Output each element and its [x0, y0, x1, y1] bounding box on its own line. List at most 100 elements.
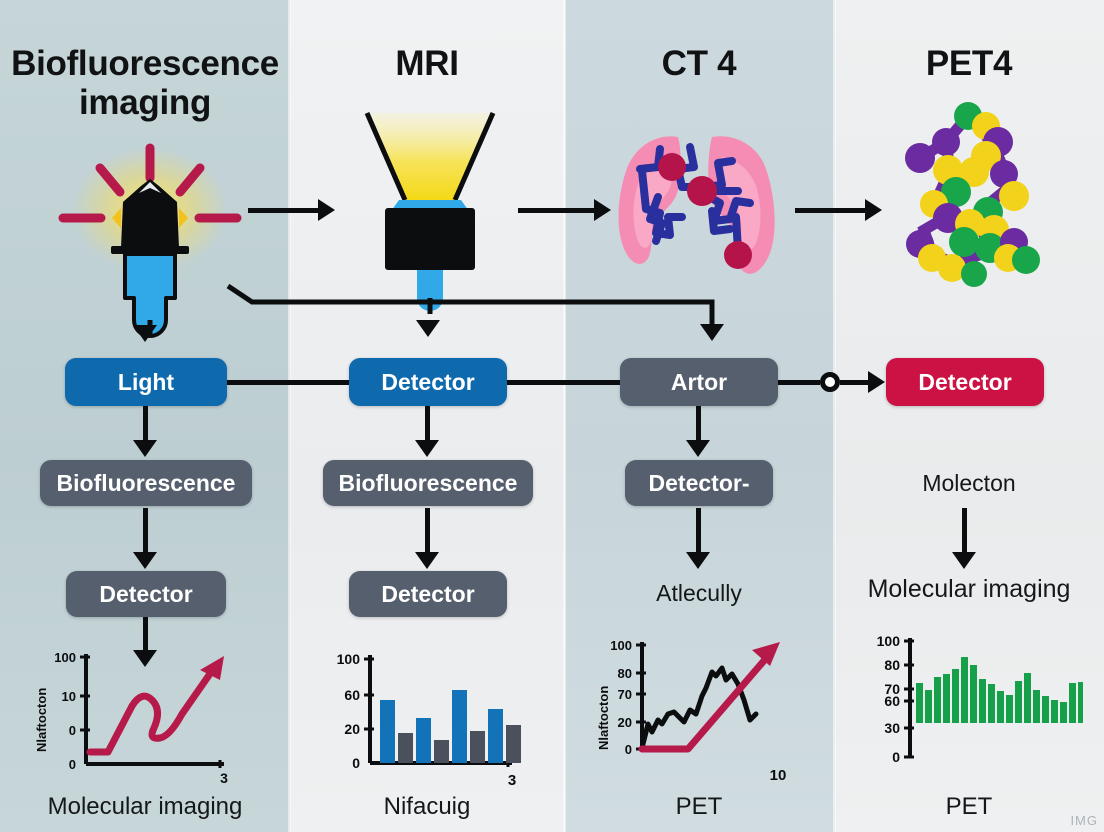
caption-col0: Molecular imaging: [47, 793, 243, 820]
link-mri-detector-to-artor: [507, 380, 620, 385]
arrow-col0-row2-down: [133, 552, 157, 569]
arrow-down-col0-to-light: [133, 325, 157, 342]
chart-col3-bar[interactable]: 100 80 70 60 30 0: [858, 628, 1083, 780]
chart-col1-xtick-3: 3: [508, 772, 516, 789]
arrow-to-pet-detector: [868, 371, 885, 393]
node-light[interactable]: Light: [65, 358, 227, 406]
bar: [434, 740, 449, 763]
arrow-col1-row2-down: [415, 552, 439, 569]
bar: [961, 657, 968, 723]
caption-col2: PET: [675, 793, 723, 820]
flow-arrow-2-3-head: [865, 199, 882, 221]
bar: [952, 669, 959, 723]
link-col0-row2-down: [143, 508, 148, 556]
bar: [398, 733, 413, 763]
chart-col1-bar[interactable]: 100 60 20 0 3: [322, 645, 542, 790]
chart-col1-ytick-60: 60: [344, 687, 360, 703]
node-col0-biofluorescence[interactable]: Biofluorescence: [40, 460, 252, 506]
chart-col2-ytick-80: 80: [618, 666, 632, 681]
node-col1-biofluorescence[interactable]: Biofluorescence: [323, 460, 533, 506]
junction-node-circle[interactable]: [820, 372, 840, 392]
chart-col0-ytick-0b: 0: [69, 757, 76, 772]
link-light-to-mri-detector: [227, 380, 349, 385]
bar: [470, 731, 485, 763]
chart-col2-ytick-20: 20: [618, 715, 632, 730]
column-background-pet: [835, 0, 1104, 832]
watermark: IMG: [1070, 813, 1098, 828]
arrow-artor-down: [686, 440, 710, 457]
molecule-model-icon: [905, 102, 1040, 287]
chart-col3-ytick-80: 80: [884, 657, 900, 673]
chart-col2-ytick-100: 100: [610, 638, 632, 653]
column-title-ct: CT 4: [661, 44, 737, 83]
node-col1-biofluorescence-label: Biofluorescence: [338, 469, 518, 496]
chart-col1-bars: [380, 690, 521, 763]
chart-col2-line[interactable]: Nlaftocton 100 80 70 20 0 10: [592, 632, 812, 787]
bar: [970, 665, 977, 723]
node-artor[interactable]: Artor: [620, 358, 778, 406]
column-divider: [833, 0, 836, 832]
bar: [1033, 690, 1040, 723]
bar: [452, 690, 467, 763]
bar: [1051, 700, 1058, 723]
bar: [979, 679, 986, 723]
flow-arrow-0-1-line: [248, 208, 320, 213]
chart-col3-bars: [916, 657, 1083, 723]
chart-col0-line[interactable]: Nlaftocton 100 10 0 0 3: [28, 640, 258, 788]
chart-col0-ytick-10: 10: [62, 689, 76, 704]
node-col1-detector-label: Detector: [381, 580, 475, 607]
bar: [506, 725, 521, 763]
bar: [380, 700, 395, 763]
bar: [943, 674, 950, 723]
column-title-mri: MRI: [395, 44, 459, 83]
chart-col3-ytick-60: 60: [884, 693, 900, 709]
column-divider: [563, 0, 566, 832]
link-col0-detector-to-chart: [143, 617, 148, 653]
label-molecular-imaging: Molecular imaging: [867, 575, 1071, 603]
node-col1-detector[interactable]: Detector: [349, 571, 507, 617]
arrow-mri-detector-down: [415, 440, 439, 457]
bar: [916, 683, 923, 723]
arrow-col2-row2-down: [686, 552, 710, 569]
bar: [1042, 696, 1049, 723]
node-mri-detector[interactable]: Detector: [349, 358, 507, 406]
flow-arrow-0-1-head: [318, 199, 335, 221]
column-title-line1: Biofluorescence: [11, 44, 279, 83]
bar: [1024, 673, 1031, 723]
flow-arrow-2-3-line: [795, 208, 867, 213]
column-title-biofluorescence: Biofluorescence imaging: [8, 44, 282, 122]
chart-col0-ylabel: Nlaftocton: [34, 688, 49, 752]
node-detector-dash-label: Detector-: [648, 469, 750, 496]
node-mri-detector-label: Detector: [381, 368, 475, 395]
link-artor-down: [696, 406, 701, 444]
node-col0-detector-label: Detector: [99, 580, 193, 607]
column-title-pet: PET4: [925, 44, 1013, 83]
node-detector-dash[interactable]: Detector-: [625, 460, 773, 506]
chart-col2-xtick-10: 10: [770, 767, 787, 784]
caption-col1: Nifacuig: [383, 793, 471, 820]
caption-col3: PET: [945, 793, 993, 820]
chart-col3-ytick-70: 70: [884, 681, 900, 697]
chart-col2-ytick-0: 0: [625, 742, 632, 757]
chart-col1-ytick-0: 0: [352, 755, 360, 771]
link-node-to-pet-detector: [840, 380, 870, 385]
link-col3-row2-down: [962, 508, 967, 556]
node-light-label: Light: [117, 368, 175, 395]
bar: [1069, 683, 1076, 723]
lungs-ct-icon: [618, 136, 775, 274]
bar: [1078, 682, 1083, 723]
column-title-line2: imaging: [78, 83, 212, 123]
bar: [997, 691, 1004, 723]
label-atlecully: Atlecully: [656, 580, 742, 606]
link-col2-row2-down: [696, 508, 701, 556]
chart-col3-ytick-0: 0: [892, 749, 900, 765]
link-light-down: [143, 406, 148, 444]
chart-col2-ytick-70: 70: [618, 687, 632, 702]
node-col0-detector[interactable]: Detector: [66, 571, 226, 617]
node-pet-detector[interactable]: Detector: [886, 358, 1044, 406]
mri-scanner-icon: [364, 111, 496, 314]
chart-col1-ytick-20: 20: [344, 721, 360, 737]
link-artor-to-node: [778, 380, 820, 385]
chart-col3-ytick-100: 100: [877, 633, 901, 649]
